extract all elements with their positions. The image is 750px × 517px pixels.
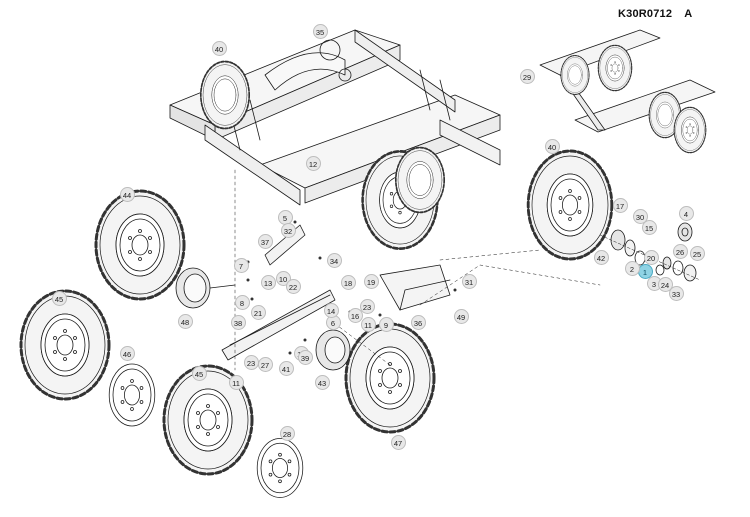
callout-2[interactable]: 2 (624, 260, 640, 276)
hub-43-drawing (315, 329, 351, 371)
callout-29[interactable]: 29 (519, 68, 535, 84)
callout-45b[interactable]: 45 (191, 365, 207, 381)
callout-6[interactable]: 6 (325, 314, 341, 330)
hub-parts-drawing (599, 222, 701, 282)
callout-27[interactable]: 27 (257, 356, 273, 372)
callout-23b[interactable]: 23 (359, 298, 375, 314)
callout-25[interactable]: 25 (689, 245, 705, 261)
callout-4[interactable]: 4 (678, 205, 694, 221)
rim-46-drawing (108, 363, 156, 427)
callout-19[interactable]: 19 (363, 273, 379, 289)
callout-7[interactable]: 7 (233, 257, 249, 273)
callout-33[interactable]: 33 (668, 285, 684, 301)
callout-43[interactable]: 43 (314, 374, 330, 390)
callout-11c[interactable]: 11 (228, 374, 244, 390)
callout-37[interactable]: 37 (257, 233, 273, 249)
callout-48[interactable]: 48 (177, 313, 193, 329)
hub-wheel-drawing (526, 149, 614, 261)
callout-28[interactable]: 28 (279, 425, 295, 441)
callout-11a[interactable]: 11 (360, 316, 376, 332)
wheel-47-drawing (344, 322, 436, 434)
drawing-code-text: K30R0712 (618, 8, 673, 20)
left-wheel-45a-drawing (19, 289, 111, 401)
assembly-thumbnail-drawing (539, 29, 716, 154)
callout-34[interactable]: 34 (326, 252, 342, 268)
callout-14[interactable]: 14 (323, 302, 339, 318)
callout-38[interactable]: 38 (230, 314, 246, 330)
callout-45a[interactable]: 45 (51, 290, 67, 306)
callout-39[interactable]: 39 (297, 349, 313, 365)
callout-40a[interactable]: 40 (211, 40, 227, 56)
callout-12[interactable]: 12 (305, 155, 321, 171)
callout-44[interactable]: 44 (119, 186, 135, 202)
rim-28-drawing (256, 438, 304, 498)
callout-9[interactable]: 9 (378, 316, 394, 332)
callout-49[interactable]: 49 (453, 308, 469, 324)
callout-36[interactable]: 36 (410, 314, 426, 330)
callout-32[interactable]: 32 (280, 222, 296, 238)
callout-23a[interactable]: 23 (243, 354, 259, 370)
callout-21[interactable]: 21 (250, 304, 266, 320)
drawing-code: K30R0712 A (618, 8, 692, 20)
callout-15[interactable]: 15 (641, 219, 657, 235)
callout-31[interactable]: 31 (461, 273, 477, 289)
callout-47[interactable]: 47 (390, 434, 406, 450)
frame-rear-wheel-drawing (199, 60, 251, 130)
callout-30[interactable]: 30 (632, 208, 648, 224)
callout-24[interactable]: 24 (657, 276, 673, 292)
frame-front-wheel2-drawing (394, 146, 446, 214)
callout-22[interactable]: 22 (285, 278, 301, 294)
callout-18[interactable]: 18 (340, 274, 356, 290)
callout-17[interactable]: 17 (612, 197, 628, 213)
callout-40b[interactable]: 40 (544, 138, 560, 154)
callout-46[interactable]: 46 (119, 345, 135, 361)
callout-13[interactable]: 13 (260, 274, 276, 290)
callout-8[interactable]: 8 (234, 294, 250, 310)
callout-16[interactable]: 16 (347, 307, 363, 323)
revision-letter: A (684, 8, 693, 20)
callout-42[interactable]: 42 (593, 249, 609, 265)
left-wheel-44-drawing (94, 189, 186, 301)
callout-20[interactable]: 20 (643, 249, 659, 265)
callout-35[interactable]: 35 (312, 23, 328, 39)
leader-lines (234, 169, 601, 371)
callout-26[interactable]: 26 (672, 243, 688, 259)
callout-41[interactable]: 41 (278, 360, 294, 376)
brake-drum-drawing (175, 267, 236, 309)
